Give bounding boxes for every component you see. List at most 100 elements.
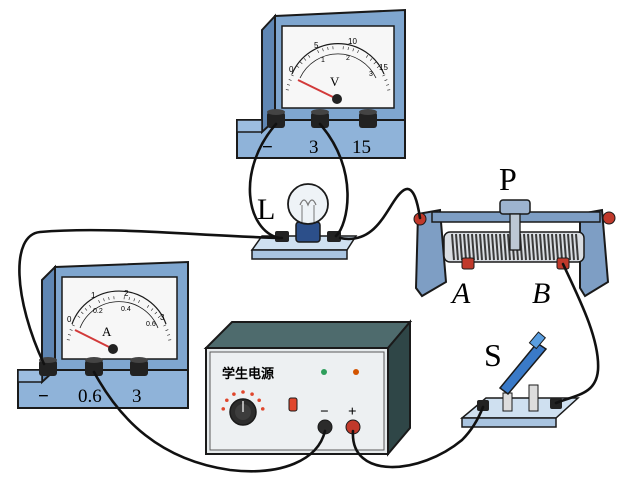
voltmeter: 0 5 10 15 1 2 3 V − 3 15 <box>236 8 406 159</box>
coil-winding <box>455 233 459 261</box>
scale-tick <box>133 298 135 302</box>
ammeter-terminal-3[interactable] <box>130 357 148 376</box>
voltmeter-pivot <box>332 94 342 104</box>
scale-tick <box>89 304 92 308</box>
bulb-terminal-left[interactable] <box>275 231 289 242</box>
scale-tick <box>103 298 105 302</box>
scale-tick <box>373 61 377 65</box>
voltmeter-terminal-minus[interactable] <box>267 109 285 128</box>
coil-winding <box>523 233 527 261</box>
voltmeter-scale-3: 3 <box>369 71 373 78</box>
scale-tick <box>308 54 311 58</box>
coil-winding <box>563 233 567 261</box>
scale-tick <box>71 324 75 327</box>
coil-winding <box>495 233 499 261</box>
rheostat-terminal-A[interactable] <box>461 257 475 270</box>
coil-winding <box>571 233 575 261</box>
scale-tick <box>108 296 110 301</box>
scale-tick <box>386 84 390 86</box>
scale-tick <box>163 324 167 327</box>
bulb-assembly: L <box>250 183 358 260</box>
coil-winding <box>499 233 503 261</box>
coil-winding <box>467 233 471 261</box>
switch-terminal-left[interactable] <box>477 400 489 411</box>
scale-tick <box>128 297 130 301</box>
ammeter-scale-2: 2 <box>124 289 129 298</box>
scale-tick <box>288 79 292 81</box>
scale-tick <box>286 84 291 86</box>
power-switch-button[interactable] <box>288 397 298 412</box>
ammeter-scale-0-6: 0.6 <box>146 321 156 328</box>
coil-winding <box>559 233 563 261</box>
ammeter-unit: A <box>102 324 112 339</box>
voltage-dial[interactable] <box>229 398 257 426</box>
scale-tick <box>77 315 81 318</box>
scale-tick <box>352 48 354 52</box>
voltmeter-scale-2: 2 <box>346 55 350 62</box>
ammeter-face <box>61 276 178 360</box>
knife-switch: S <box>459 331 580 428</box>
scale-tick <box>387 89 391 91</box>
dial-dot <box>257 398 261 403</box>
ammeter-label-3: 3 <box>132 386 142 407</box>
scale-tick <box>168 339 172 341</box>
switch-label-S: S <box>484 337 502 373</box>
rheostat-terminal-top-right[interactable] <box>602 211 616 225</box>
scale-tick <box>365 55 369 58</box>
ammeter-scale-0: 0 <box>67 315 72 324</box>
power-indicator-red <box>353 369 359 375</box>
wires <box>18 122 600 473</box>
wire-bulb-to-rheostat <box>338 187 422 241</box>
coil-winding <box>551 233 555 261</box>
voltmeter-unit: V <box>330 74 340 89</box>
scale-tick <box>146 305 150 308</box>
switch-blade[interactable] <box>498 331 548 396</box>
power-label-minus: − <box>320 404 329 420</box>
ammeter-terminal-0-6[interactable] <box>85 357 103 376</box>
voltage-dial-dots <box>221 390 265 411</box>
coil-winding <box>491 233 495 261</box>
wire-bulb-to-ammeter-minus <box>18 228 284 366</box>
ammeter-label-minus: − <box>38 386 49 407</box>
wire-power-plus-to-switch <box>351 405 485 469</box>
coil-winding <box>567 233 571 261</box>
ammeter-scale-3: 3 <box>160 313 165 322</box>
voltmeter-label-15: 15 <box>352 137 371 158</box>
voltmeter-scale-10: 10 <box>348 37 357 46</box>
voltmeter-terminal-15[interactable] <box>359 109 377 128</box>
coil-winding <box>507 233 511 261</box>
coil-winding <box>531 233 535 261</box>
coil-winding <box>503 233 507 261</box>
coil-winding <box>463 233 467 261</box>
ammeter-pivot <box>108 344 118 354</box>
voltmeter-scale-ticks <box>285 46 391 91</box>
rheostat-slider[interactable] <box>499 199 531 251</box>
dial-dot <box>232 392 236 396</box>
rheostat-label-A: A <box>450 277 471 310</box>
scale-tick <box>384 79 388 81</box>
rheostat: P A B <box>413 161 616 310</box>
scale-tick <box>303 58 307 61</box>
dial-dot <box>250 392 254 396</box>
scale-tick <box>150 308 154 311</box>
rheostat-label-P: P <box>499 161 517 197</box>
power-indicator-green <box>321 369 327 375</box>
scale-tick <box>138 300 140 304</box>
scale-tick <box>84 308 88 311</box>
power-supply-title: 学生电源 <box>222 366 274 381</box>
dial-dot <box>260 407 265 411</box>
scale-tick <box>322 48 324 52</box>
scale-tick <box>347 47 349 51</box>
dial-dot <box>221 407 226 411</box>
voltmeter-terminal-3[interactable] <box>311 109 329 128</box>
voltmeter-scale-1: 1 <box>321 57 325 64</box>
scale-tick <box>154 311 158 315</box>
ammeter-scale-ticks <box>66 296 172 341</box>
ammeter-scale-0-4: 0.4 <box>121 306 131 313</box>
scale-tick <box>157 315 161 319</box>
scale-tick <box>285 89 289 91</box>
scale-tick <box>67 334 72 336</box>
coil-winding <box>555 233 559 261</box>
